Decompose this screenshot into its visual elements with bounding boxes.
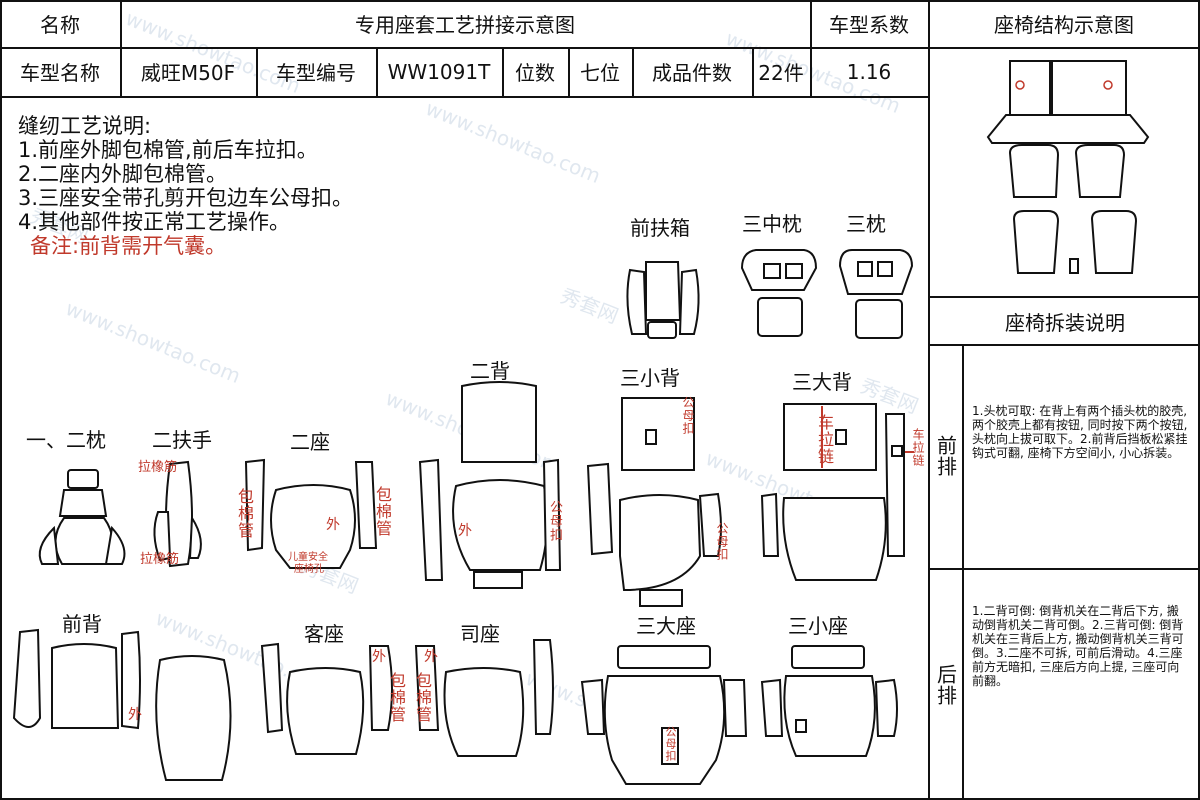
part-label-third-big-seat: 三大座: [636, 614, 696, 638]
grid-line: [0, 47, 930, 49]
front-row-label: 前排: [933, 435, 958, 477]
driver-seat-pattern: [414, 639, 554, 757]
part-label-third-mid-pillow: 三中枕: [742, 212, 802, 236]
mark-outer: 外: [128, 707, 142, 723]
grid-line: [810, 0, 812, 96]
mark-foam-pipe: 包棉管: [235, 488, 254, 539]
rear-row-label: 后排: [933, 664, 958, 706]
model-code-label: 车型编号: [276, 61, 356, 85]
mark-zipper: 车拉链: [815, 414, 834, 465]
mark-foam-pipe: 包棉管: [387, 672, 406, 723]
grid-line: [928, 296, 1200, 298]
part-label-passenger-seat: 客座: [304, 622, 344, 646]
mark-snap: 公母扣: [681, 396, 695, 435]
second-seat-pattern: [244, 458, 378, 569]
grid-line: [568, 47, 570, 96]
third-pillow-pattern: [838, 249, 914, 339]
seat-structure-image: [986, 60, 1150, 274]
part-label-third-small-back: 三小背: [620, 366, 680, 390]
mark-foam-pipe: 包棉管: [413, 672, 432, 723]
mark-snap: 公母扣: [715, 522, 729, 561]
notes-title: 缝纫工艺说明:: [18, 114, 152, 138]
disassembly-title: 座椅拆装说明: [1005, 310, 1125, 335]
second-armrest-pattern: [153, 460, 202, 568]
grid-line: [962, 344, 964, 800]
grid-line: [0, 96, 930, 98]
grid-line: [120, 47, 122, 96]
grid-line: [256, 47, 258, 96]
mark-outer: 外: [458, 523, 472, 539]
part-label-pillow-12: 一、二枕: [26, 428, 106, 452]
part-label-third-small-seat: 三小座: [788, 614, 848, 638]
part-label-driver-seat: 司座: [460, 622, 500, 646]
third-small-seat-pattern: [760, 645, 898, 757]
rear-row-text: 1.二背可倒: 倒背机关在二背后下方, 搬动倒背机关二背可倒。2.三背可倒: 倒…: [972, 604, 1184, 688]
pieces-value: 22件: [758, 61, 804, 85]
pillow-12-pattern: [38, 469, 126, 565]
part-label-second-back: 二背: [470, 359, 510, 383]
mark-elastic: 拉橡筋: [138, 460, 178, 475]
part-label-third-pillow: 三枕: [846, 212, 886, 236]
coefficient-value: 1.16: [846, 59, 892, 84]
part-label-front-back: 前背: [62, 612, 102, 636]
mark-snap: 公母扣: [547, 500, 562, 542]
third-mid-pillow-pattern: [740, 249, 818, 337]
part-label-second-armrest: 二扶手: [152, 428, 212, 452]
grid-line: [120, 0, 122, 47]
mark-foam-pipe: 包棉管: [373, 486, 392, 537]
part-label-third-big-back: 三大背: [792, 370, 852, 394]
coef-label: 车型系数: [829, 13, 909, 37]
seats-label: 位数: [515, 61, 555, 85]
seats-value: 七位: [580, 61, 620, 85]
page-title: 专用座套工艺拼接示意图: [355, 13, 575, 37]
mark-child-seat-hole: 儿童安全: [288, 552, 328, 563]
front-back-pattern: [12, 628, 232, 781]
passenger-seat-pattern: [260, 642, 393, 755]
model-name-value: 威旺M50F: [140, 61, 236, 85]
mark-outer: 外: [424, 649, 438, 665]
notes-item: 3.三座安全带孔剪开包边车公母扣。: [18, 186, 354, 210]
second-back-pattern: [418, 381, 562, 589]
model-code-value: WW1091T: [387, 59, 491, 84]
notes-item: 2.二座内外脚包棉管。: [18, 162, 228, 186]
grid-line: [632, 47, 634, 96]
third-big-seat-pattern: [580, 645, 748, 785]
part-label-second-seat: 二座: [290, 430, 330, 454]
model-name-label: 车型名称: [20, 61, 100, 85]
pattern-drawing: [12, 249, 914, 785]
grid-line: [928, 47, 1200, 49]
front-row-text: 1.头枕可取: 在背上有两个插头枕的胶壳, 两个胶壳上都有按钮, 同时按下两个按…: [972, 404, 1188, 460]
structure-title: 座椅结构示意图: [994, 13, 1134, 37]
notes-item: 4.其他部件按正常工艺操作。: [18, 210, 291, 234]
part-label-front-armbox: 前扶箱: [630, 216, 690, 240]
pieces-label: 成品件数: [652, 61, 732, 85]
notes-item: 1.前座外脚包棉管,前后车拉扣。: [18, 138, 318, 162]
sewing-notes: 缝纫工艺说明: 1.前座外脚包棉管,前后车拉扣。 2.二座内外脚包棉管。 3.三…: [18, 114, 353, 258]
grid-line: [752, 47, 754, 96]
grid-line: [928, 0, 930, 800]
name-label: 名称: [40, 13, 80, 37]
grid-line: [502, 47, 504, 96]
notes-remark: 备注:前背需开气囊。: [30, 234, 227, 258]
third-small-back-pattern: [586, 397, 722, 607]
third-big-back-pattern: [760, 403, 914, 581]
grid-line: [928, 568, 1200, 570]
mark-child-seat-hole: 座椅孔: [294, 564, 324, 575]
armbox-pattern: [626, 261, 700, 339]
mark-outer: 外: [326, 517, 340, 533]
grid-line: [928, 344, 1200, 346]
mark-zipper: 车拉链: [911, 428, 925, 467]
mark-outer: 外: [372, 649, 386, 665]
mark-snap: 公母扣: [664, 726, 677, 762]
mark-elastic: 拉橡筋: [140, 552, 180, 567]
grid-line: [376, 47, 378, 96]
